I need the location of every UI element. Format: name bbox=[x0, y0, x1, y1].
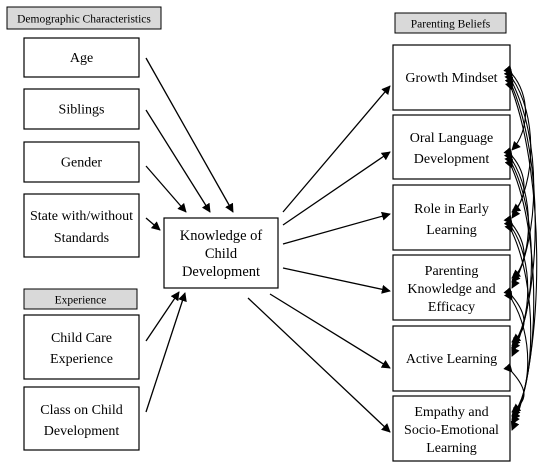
center-label-line3: Development bbox=[182, 264, 260, 280]
age-box: Age bbox=[23, 37, 140, 78]
output-arrows bbox=[247, 85, 391, 433]
corr-role-active bbox=[503, 218, 529, 347]
empathy-label-line3: Learning bbox=[426, 441, 477, 456]
child-care-label-line1: Child Care bbox=[51, 331, 112, 346]
gender-label: Gender bbox=[61, 156, 103, 171]
corr-role-empathy bbox=[504, 222, 532, 421]
parenting-knowledge-label-line3: Efficacy bbox=[428, 300, 475, 315]
growth-mindset-box: Growth Mindset bbox=[392, 44, 511, 111]
correlation-arcs bbox=[503, 64, 538, 431]
demographic-header-label: Demographic Characteristics bbox=[17, 14, 151, 26]
class-label-line1: Class on Child bbox=[40, 403, 122, 418]
siblings-box: Siblings bbox=[23, 88, 140, 130]
child-care-label-line2: Experience bbox=[50, 352, 113, 367]
oral-language-label-line1: Oral Language bbox=[410, 131, 494, 146]
active-learning-box: Active Learning bbox=[392, 325, 511, 392]
arrow-knowledge-to-growth bbox=[282, 85, 391, 213]
empathy-socio-emotional-box: Empathy and Socio-Emotional Learning bbox=[392, 395, 511, 462]
state-standards-label-line1: State with/without bbox=[30, 209, 133, 224]
empathy-label-line1: Empathy and bbox=[414, 405, 488, 420]
class-label-line2: Development bbox=[44, 424, 120, 439]
class-on-child-development-box: Class on Child Development bbox=[23, 386, 140, 451]
arrow-knowledge-to-empathy bbox=[247, 297, 391, 433]
input-arrows bbox=[145, 57, 234, 413]
demographic-header: Demographic Characteristics bbox=[6, 6, 162, 30]
arrow-age-to-knowledge bbox=[145, 57, 234, 213]
knowledge-of-child-development-box: Knowledge of Child Development bbox=[163, 217, 279, 289]
arrow-knowledge-to-parenting bbox=[282, 267, 391, 294]
empathy-label-line2: Socio-Emotional bbox=[404, 423, 499, 438]
oral-language-label-line2: Development bbox=[414, 152, 490, 167]
parenting-beliefs-header-label: Parenting Beliefs bbox=[411, 19, 491, 31]
arrow-gender-to-knowledge bbox=[145, 165, 187, 213]
center-label-line1: Knowledge of bbox=[180, 228, 263, 244]
arrow-knowledge-to-oral bbox=[282, 151, 391, 226]
arrow-childcare-to-knowledge bbox=[145, 291, 180, 342]
parenting-beliefs-header: Parenting Beliefs bbox=[394, 12, 507, 34]
corr-active-empathy bbox=[503, 362, 525, 413]
arrow-state-to-knowledge bbox=[145, 217, 161, 231]
center-label-line2: Child bbox=[205, 246, 238, 262]
corr-oral-empathy bbox=[504, 158, 535, 425]
parenting-knowledge-label-line1: Parenting bbox=[425, 264, 479, 279]
role-label-line2: Learning bbox=[426, 223, 477, 238]
state-standards-label-line2: Standards bbox=[54, 231, 109, 246]
parenting-knowledge-efficacy-box: Parenting Knowledge and Efficacy bbox=[392, 254, 511, 321]
arrow-knowledge-to-role bbox=[282, 211, 391, 245]
parenting-knowledge-label-line2: Knowledge and bbox=[407, 282, 495, 297]
role-in-early-learning-box: Role in Early Learning bbox=[392, 184, 511, 251]
age-label: Age bbox=[70, 51, 93, 66]
gender-box: Gender bbox=[23, 141, 140, 183]
experience-header: Experience bbox=[23, 288, 138, 310]
state-standards-box: State with/without Standards bbox=[23, 193, 140, 258]
child-care-experience-box: Child Care Experience bbox=[23, 314, 140, 380]
arrow-class-to-knowledge bbox=[145, 292, 187, 413]
role-label-line1: Role in Early bbox=[414, 202, 489, 217]
arrow-knowledge-to-active bbox=[269, 293, 391, 369]
experience-header-label: Experience bbox=[55, 295, 107, 307]
siblings-label: Siblings bbox=[59, 103, 105, 118]
oral-language-box: Oral Language Development bbox=[392, 114, 511, 180]
arrow-siblings-to-knowledge bbox=[145, 109, 211, 213]
growth-mindset-label: Growth Mindset bbox=[405, 71, 497, 86]
active-learning-label: Active Learning bbox=[406, 352, 497, 367]
